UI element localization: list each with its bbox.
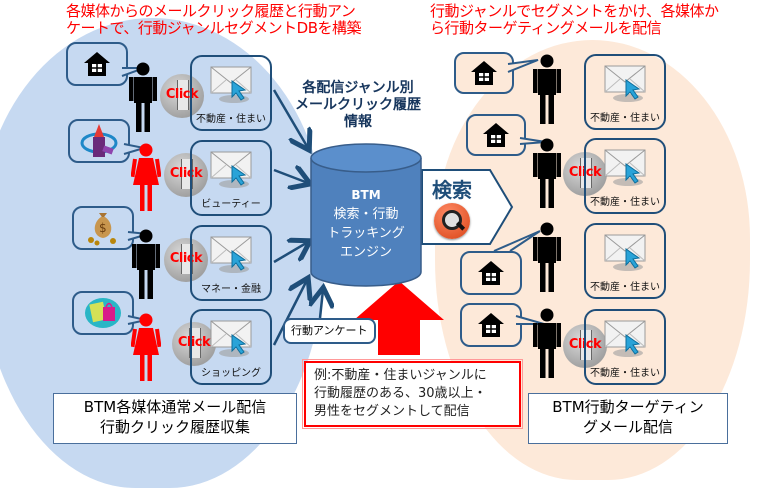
arrow-money-to-engine — [273, 242, 308, 264]
envelope-icon — [604, 233, 646, 271]
right-title-line-2: グメール配信 — [582, 418, 673, 436]
click-label: Click — [169, 166, 203, 181]
mail-box[interactable]: ショッピング — [190, 309, 272, 385]
right-panel-title: BTM行動ターゲティン グメール配信 — [528, 393, 728, 444]
lipstick-icon — [79, 123, 119, 163]
interest-bubble — [466, 114, 526, 156]
hand-cursor-icon — [189, 328, 201, 358]
left-title-line-1: BTM各媒体通常メール配信 — [83, 398, 267, 416]
male-person-icon — [131, 229, 161, 303]
arrow-realestate-to-engine — [272, 89, 308, 148]
mail-box[interactable]: 不動産・住まい — [584, 309, 666, 385]
house-icon — [476, 311, 506, 343]
male-person-icon — [532, 138, 562, 212]
interest-bubble: $ — [72, 206, 134, 250]
segment-example-box: 例:不動産・住まいジャンルに 行動履歴のある、30歳以上・ 男性をセグメントして… — [302, 359, 523, 429]
center-title-line-1: 各配信ジャンル別 — [302, 80, 414, 96]
female-person-icon — [130, 313, 162, 385]
hand-cursor-icon — [177, 80, 189, 110]
hand-cursor-icon — [580, 158, 592, 188]
click-badge: Click — [172, 322, 216, 366]
right-headline-line-1: 行動ジャンルでセグメントをかけ、各媒体か — [430, 2, 719, 20]
bubble-tail — [507, 59, 539, 73]
interest-bubble — [72, 291, 134, 335]
bubble-tail — [493, 230, 541, 252]
envelope-icon — [604, 148, 646, 186]
search-label: 検索 — [432, 178, 472, 202]
right-headline: 行動ジャンルでセグメントをかけ、各媒体か ら行動ターゲティングメールを配信 — [430, 3, 719, 37]
click-label: Click — [169, 251, 203, 266]
tracking-engine-cylinder — [310, 143, 422, 287]
example-line-2: 行動履歴のある、30歳以上・ — [314, 386, 487, 401]
left-headline-line-2: ケートで、行動ジャンルセグメントDBを構築 — [66, 19, 362, 37]
click-badge: Click — [164, 238, 208, 282]
male-person-icon — [532, 308, 562, 382]
mail-genre-caption: ショッピング — [201, 368, 261, 379]
engine-label-line-3: トラッキング — [327, 226, 405, 241]
interest-bubble — [68, 119, 130, 163]
left-headline-line-1: 各媒体からのメールクリック履歴と行動アン — [66, 2, 356, 20]
mail-box[interactable]: 不動産・住まい — [584, 138, 666, 214]
engine-label-btm: BTM — [351, 188, 381, 202]
house-icon — [469, 59, 499, 91]
mail-box[interactable]: マネー・金融 — [190, 225, 272, 301]
mail-genre-caption: 不動産・住まい — [590, 197, 660, 208]
mail-genre-caption: 不動産・住まい — [590, 368, 660, 379]
money-bag-icon: $ — [83, 210, 123, 250]
svg-text:$: $ — [99, 221, 107, 235]
search-magnifier-icon — [434, 203, 470, 239]
envelope-icon — [210, 319, 252, 357]
left-headline: 各媒体からのメールクリック履歴と行動アン ケートで、行動ジャンルセグメントDBを… — [66, 2, 362, 37]
engine-label: BTM 検索・行動 トラッキング エンジン — [311, 186, 421, 262]
click-badge: Click — [160, 74, 204, 118]
arrow-beauty-to-engine — [273, 170, 308, 183]
interest-bubble — [460, 303, 522, 347]
red-up-arrow — [354, 281, 444, 355]
arrow-survey-to-engine — [320, 290, 323, 319]
interest-bubble — [66, 42, 128, 86]
engine-label-line-2: 検索・行動 — [333, 207, 399, 222]
right-title-line-1: BTM行動ターゲティン — [552, 398, 704, 416]
male-person-icon — [128, 62, 158, 136]
mail-box[interactable]: 不動産・住まい — [584, 223, 666, 299]
arrow-shopping-to-engine — [272, 280, 307, 346]
shopping-bag-icon — [83, 295, 123, 335]
left-title-line-2: 行動クリック履歴収集 — [99, 418, 250, 436]
envelope-icon — [210, 65, 252, 103]
mail-box[interactable]: 不動産・住まい — [190, 55, 272, 131]
mail-box[interactable]: 不動産・住まい — [584, 54, 666, 130]
envelope-icon — [210, 235, 252, 273]
mail-genre-caption: マネー・金融 — [201, 284, 261, 295]
center-title-line-3: 情報 — [344, 114, 372, 130]
engine-label-line-4: エンジン — [339, 245, 392, 260]
right-headline-line-2: ら行動ターゲティングメールを配信 — [430, 19, 662, 37]
mail-box[interactable]: ビューティー — [190, 140, 272, 216]
center-title: 各配信ジャンル別 メールクリック履歴 情報 — [283, 80, 433, 131]
house-icon — [476, 259, 506, 291]
female-person-icon — [130, 143, 162, 215]
male-person-icon — [532, 222, 562, 296]
hand-cursor-icon — [580, 330, 592, 360]
behavior-survey-box: 行動アンケート — [283, 318, 376, 344]
mail-genre-caption: 不動産・住まい — [590, 113, 660, 124]
center-title-line-2: メールクリック履歴 — [295, 97, 421, 113]
envelope-icon — [604, 319, 646, 357]
house-icon — [481, 121, 511, 153]
example-line-1: 例:不動産・住まいジャンルに — [314, 368, 487, 383]
click-label: Click — [177, 335, 211, 350]
interest-bubble — [460, 251, 522, 295]
mail-genre-caption: 不動産・住まい — [590, 282, 660, 293]
male-person-icon — [532, 54, 562, 128]
mail-genre-caption: ビューティー — [201, 199, 261, 210]
envelope-icon — [604, 64, 646, 102]
envelope-icon — [210, 150, 252, 188]
mail-genre-caption: 不動産・住まい — [196, 114, 266, 125]
connector-layer — [272, 89, 514, 355]
left-panel-title: BTM各媒体通常メール配信 行動クリック履歴収集 — [53, 393, 297, 444]
house-icon — [82, 50, 112, 82]
example-line-3: 男性をセグメントして配信 — [314, 404, 470, 419]
interest-bubble — [454, 52, 514, 94]
